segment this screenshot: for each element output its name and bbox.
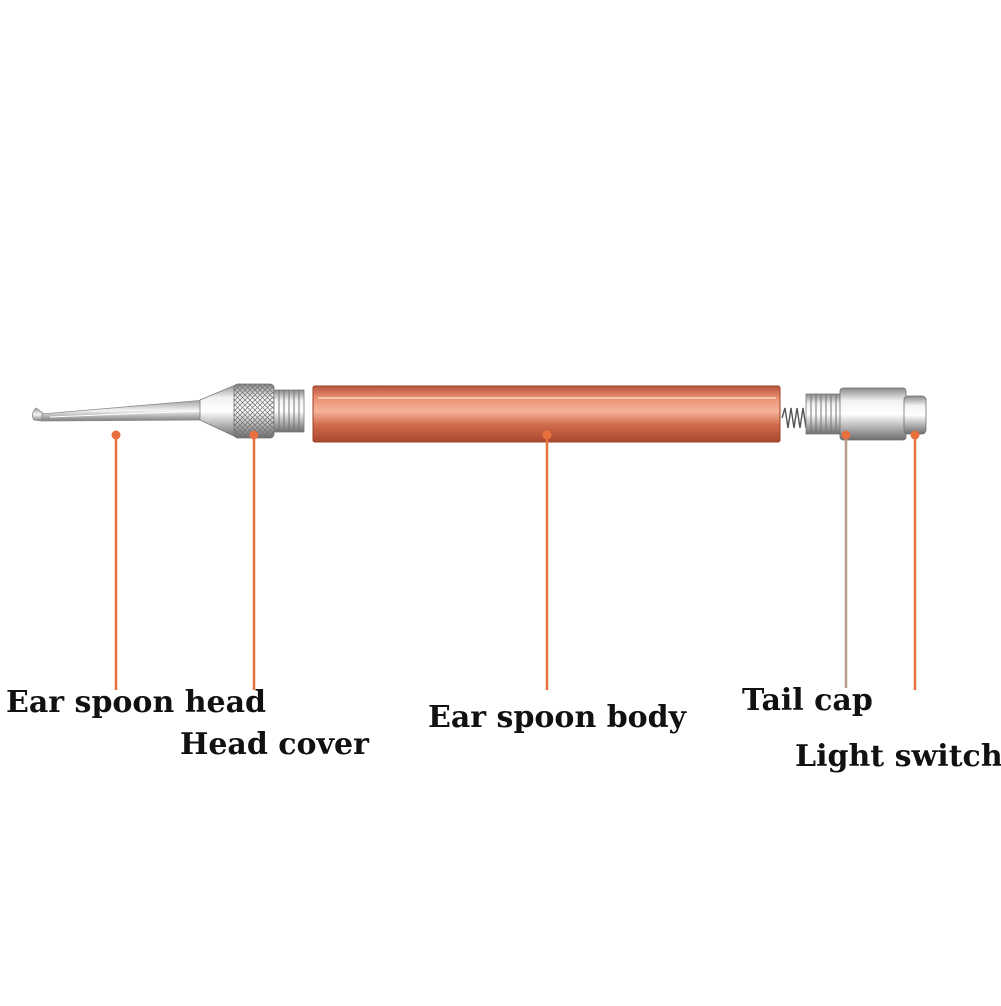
ear-spoon-head: [32, 399, 206, 422]
label-light-switch: Light switch: [795, 739, 1001, 774]
label-tail-cap: Tail cap: [742, 683, 873, 718]
dot-ear-spoon-head: [111, 430, 121, 440]
label-ear-spoon-head: Ear spoon head: [6, 685, 267, 720]
spring: [781, 407, 810, 429]
dot-head-cover: [249, 430, 259, 440]
leader-lines: [111, 430, 920, 690]
label-head-cover: Head cover: [180, 727, 369, 762]
tail-cap: [805, 387, 907, 441]
dot-ear-spoon-body: [542, 430, 552, 440]
head-cover: [199, 383, 305, 439]
dot-light-switch: [910, 430, 920, 440]
light-switch: [903, 395, 927, 435]
label-ear-spoon-body: Ear spoon body: [428, 700, 687, 735]
dot-tail-cap: [841, 430, 851, 440]
